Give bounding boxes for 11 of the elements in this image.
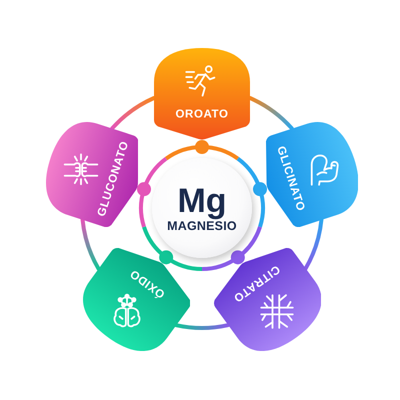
petal-label: OROATO [176,108,228,122]
ring-arc [80,218,101,271]
petal-card [46,122,138,227]
ring-arc [174,323,230,330]
ring-arc [110,96,156,130]
ring-arc [303,218,324,271]
petal-card [214,248,322,352]
petal-card [82,248,190,352]
ring-arc [248,96,294,130]
petal-card [266,122,358,227]
petal-card [154,48,250,140]
